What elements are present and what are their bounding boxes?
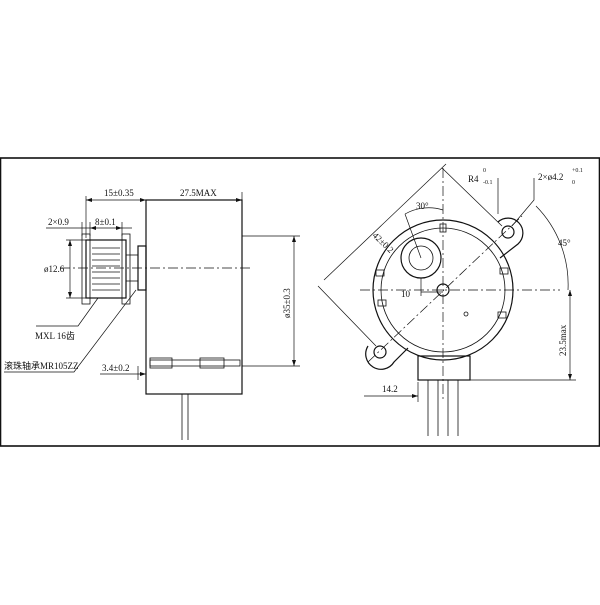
mounting-hole bbox=[373, 345, 387, 359]
small-hole bbox=[463, 311, 469, 317]
front-view: 42±0.2 30° 10 R4 0 -0.1 2×ø4.2 +0.1 0 45… bbox=[317, 163, 583, 436]
wire-sleeve bbox=[149, 357, 173, 369]
dim-radius: R4 bbox=[468, 174, 479, 184]
dim-radius-tol-lower: -0.1 bbox=[483, 180, 493, 186]
wire-strip bbox=[149, 359, 241, 367]
dim-connector: 14.2 bbox=[382, 384, 398, 394]
dim-tooth-width: 2×0.9 bbox=[48, 217, 69, 227]
dim-boss-height: 3.4±0.2 bbox=[102, 363, 129, 373]
label-bearing: 滚珠轴承MR105ZZ bbox=[4, 360, 79, 371]
gear-hub-inner bbox=[408, 245, 434, 271]
connector-block bbox=[417, 355, 471, 381]
mounting-ear bbox=[497, 217, 524, 259]
side-view: 15±0.35 27.5MAX 2×0.9 8±0.1 ø12.6 ø35±0.… bbox=[4, 188, 300, 440]
label-pulley: MXL 16齿 bbox=[35, 331, 75, 341]
wire-sleeve bbox=[199, 357, 225, 369]
mounting-ear bbox=[365, 345, 409, 370]
dim-holes-tol-lower: 0 bbox=[572, 180, 575, 186]
dim-holes: 2×ø4.2 bbox=[538, 172, 563, 182]
dim-angle-30: 30° bbox=[416, 201, 429, 211]
dim-shaft-length: 15±0.35 bbox=[104, 188, 134, 198]
motor-body bbox=[145, 199, 243, 395]
perimeter-notch bbox=[497, 311, 507, 319]
perimeter-notch bbox=[499, 267, 509, 275]
dim-height: 23.5max bbox=[558, 324, 568, 356]
mounting-hole bbox=[501, 225, 515, 239]
dim-angle-45: 45° bbox=[558, 238, 571, 248]
diagonal-centerline bbox=[367, 215, 523, 363]
perimeter-notch bbox=[375, 269, 385, 277]
perimeter-notch bbox=[377, 299, 387, 307]
dim-pulley-width: 8±0.1 bbox=[95, 217, 116, 227]
dim-radius-tol-upper: 0 bbox=[483, 168, 486, 174]
dim-body-length: 27.5MAX bbox=[180, 188, 217, 198]
dim-offset: 10 bbox=[401, 289, 411, 299]
dim-pulley-diameter: ø12.6 bbox=[44, 264, 65, 274]
dim-body-diameter: ø35±0.3 bbox=[282, 288, 292, 318]
timing-pulley bbox=[81, 233, 131, 305]
dim-holes-tol-upper: +0.1 bbox=[572, 168, 583, 174]
